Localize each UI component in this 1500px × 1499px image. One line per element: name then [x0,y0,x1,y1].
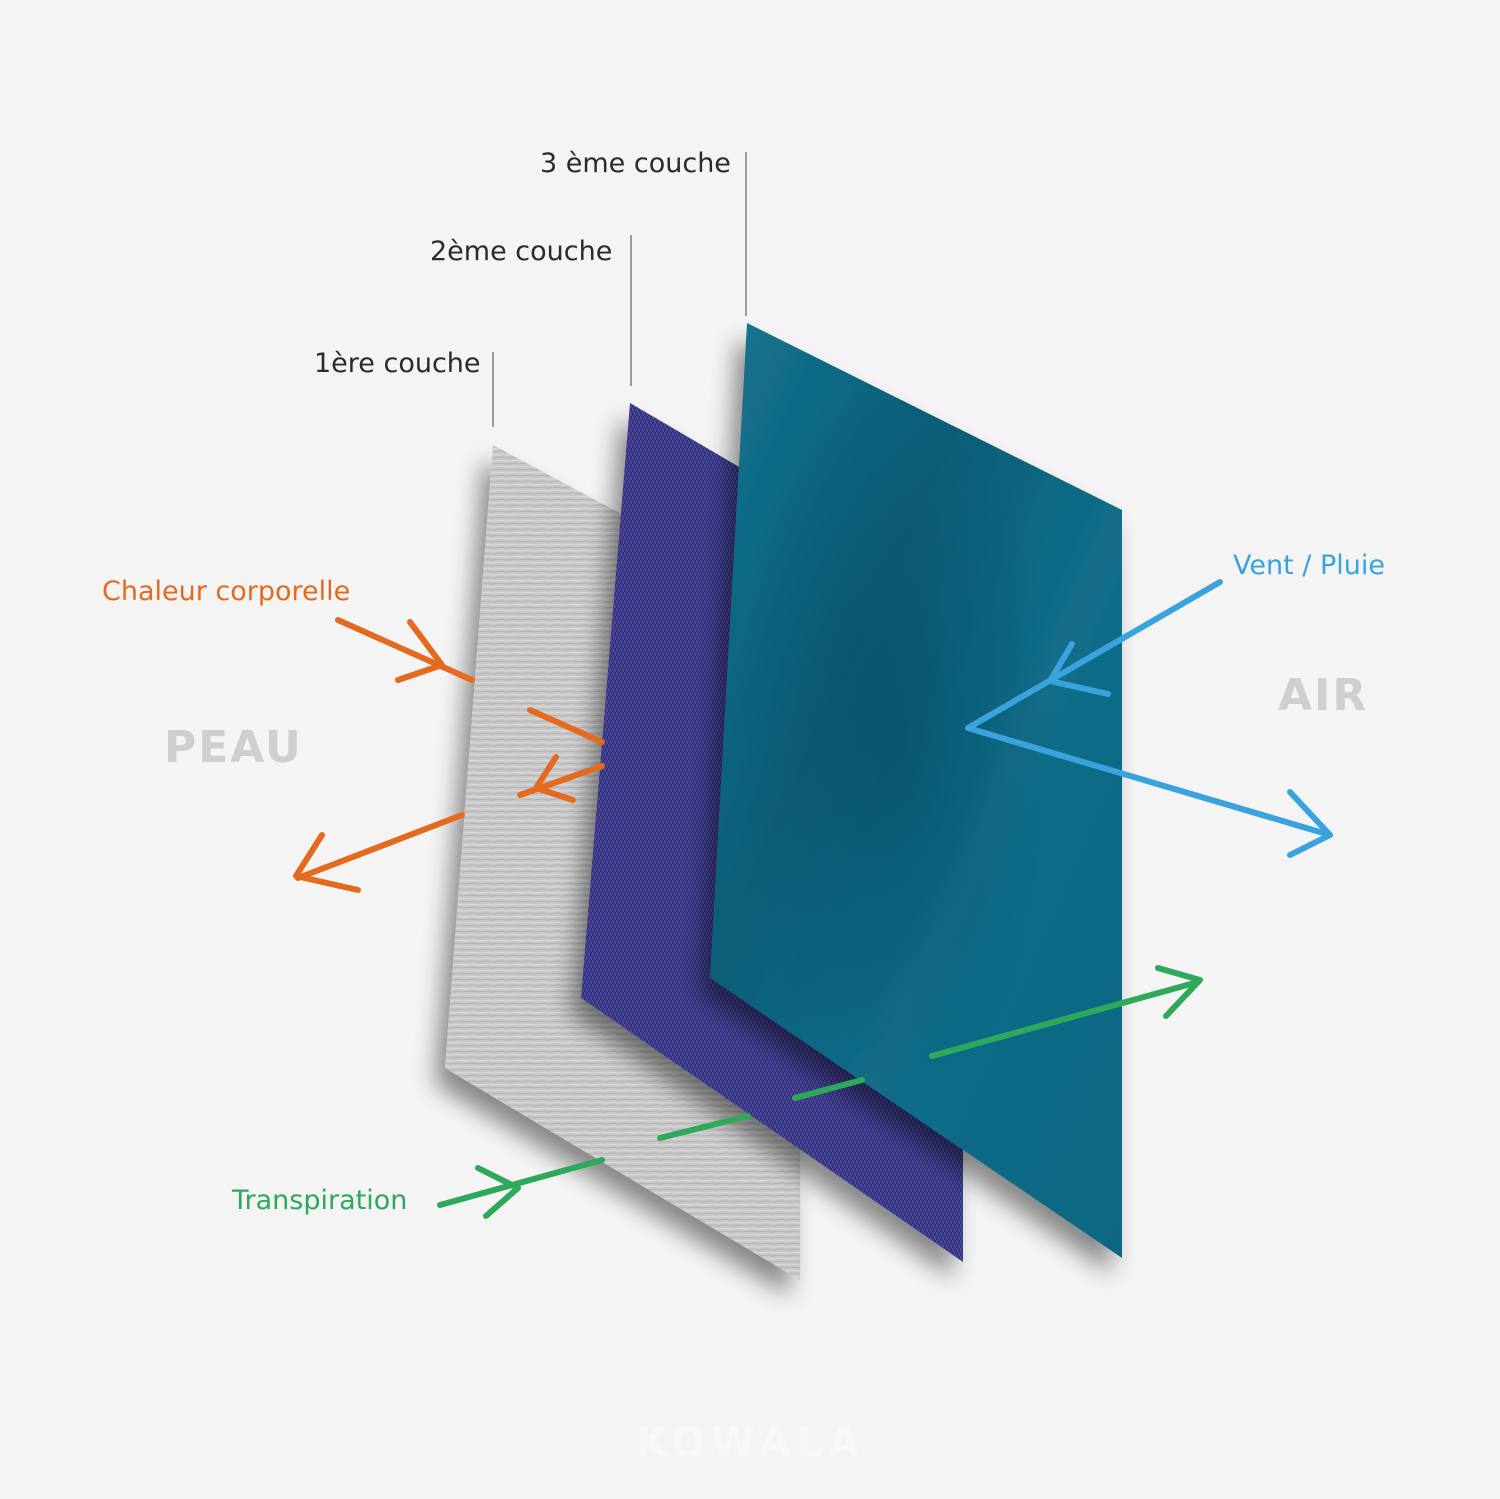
wind-in-arrow [965,579,1223,731]
heat-out-arrow [295,812,465,881]
skin-label: PEAU [164,722,303,773]
sweat-mid-line-1 [657,1113,751,1141]
heat-reflect-line [517,763,605,798]
sweat-out-line [929,979,1201,1059]
sweat-mid-line-2 [792,1077,865,1101]
sweat-label: Transpiration [232,1185,408,1216]
watermark: KOWALA [636,1420,865,1466]
heat-reflect-arrowhead [533,754,576,803]
heat-in-arrowhead [395,619,445,683]
heat-in-arrow [335,617,475,683]
layer3-label: 3 ème couche [540,148,731,179]
layer2-label: 2ème couche [430,236,613,267]
wind-out-arrowhead [1287,789,1333,858]
wind-arrows [965,579,1333,858]
heat-mid-line [527,707,605,745]
air-label: AIR [1278,670,1369,721]
layer1-label: 1ère couche [314,348,481,379]
wind-in-arrowhead [1047,641,1111,697]
layer3-fabric [710,323,1122,1258]
wind-out-arrow [965,725,1333,838]
heat-out-arrowhead [293,832,361,893]
heat-label: Chaleur corporelle [102,576,351,607]
sweat-arrows [437,965,1203,1219]
wind-rain-label: Vent / Pluie [1233,550,1385,581]
sweat-in-line [437,1157,605,1208]
heat-arrows [293,617,605,893]
sweat-in-arrowhead [475,1165,521,1219]
sweat-out-arrowhead [1155,965,1203,1019]
